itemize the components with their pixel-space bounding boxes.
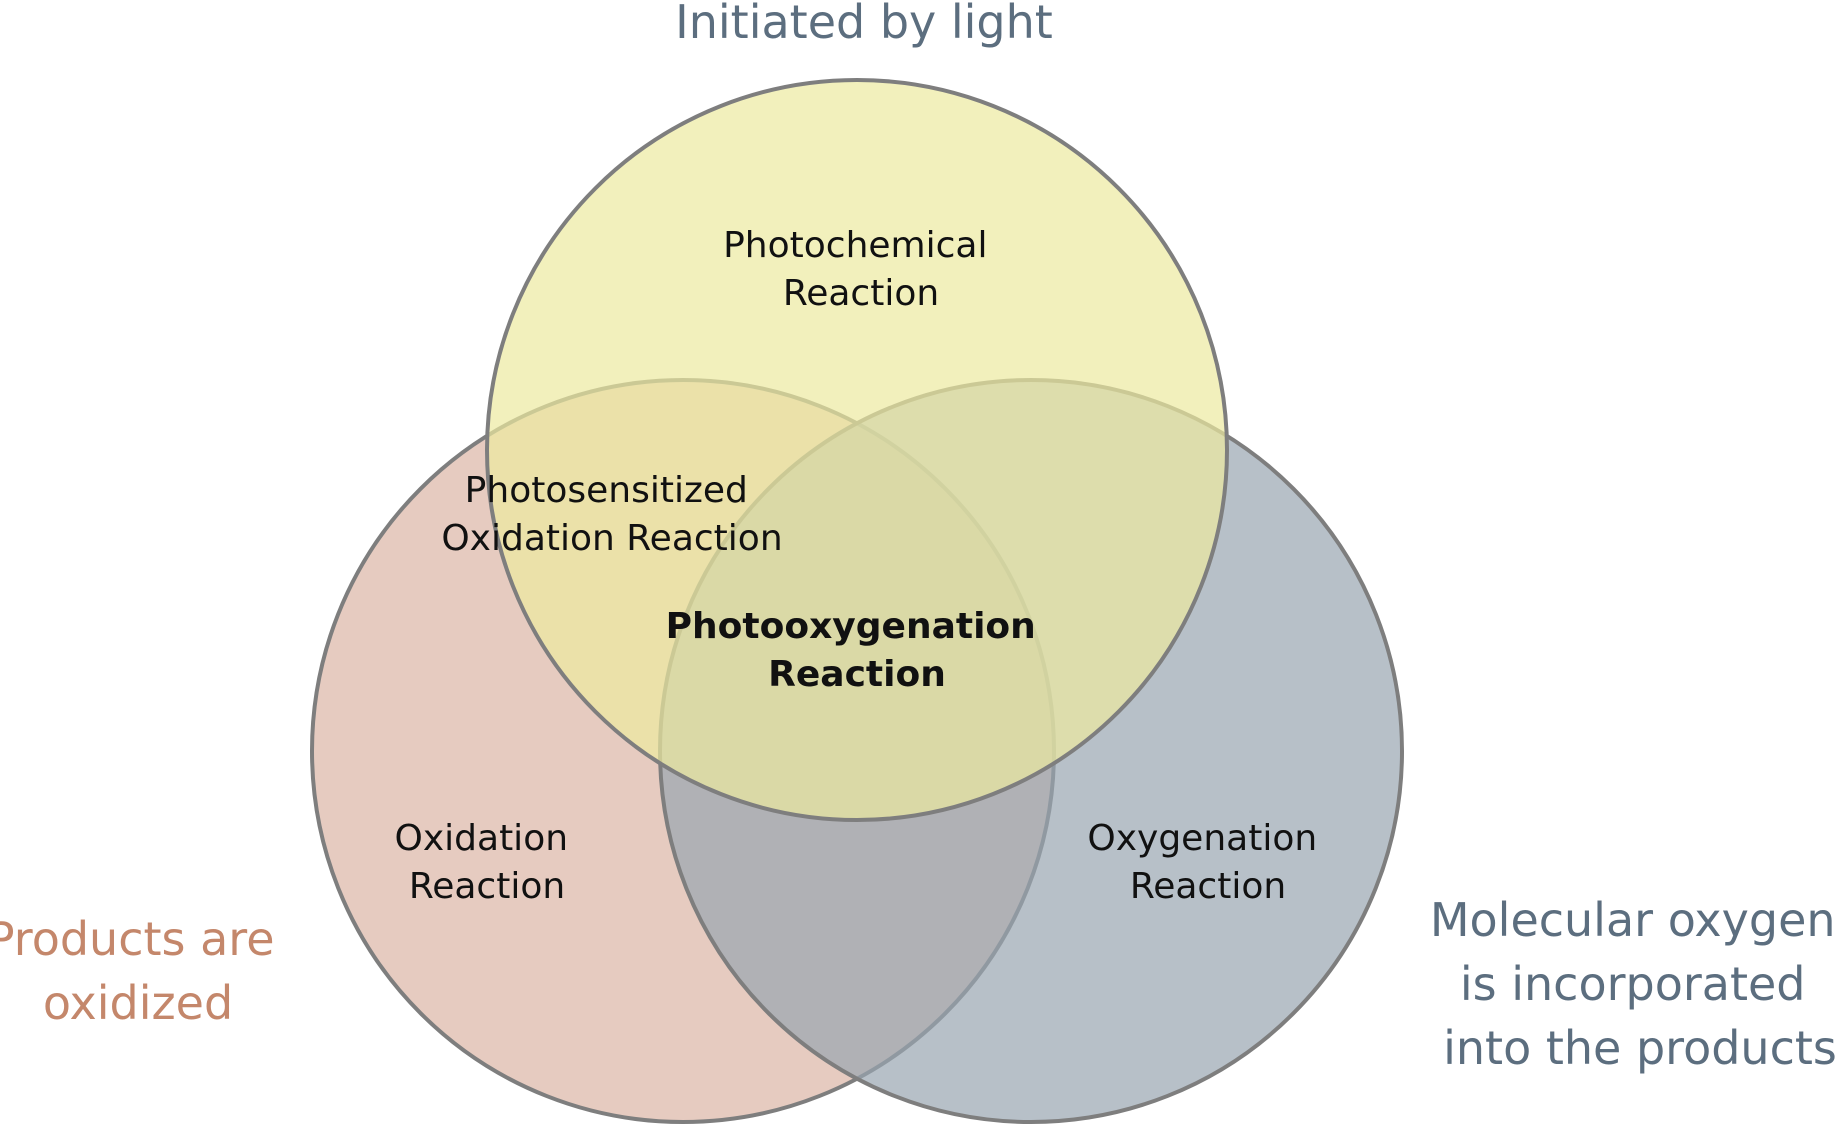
oxygen-set-label: Molecular oxygen is incorporated into th… [1430, 893, 1838, 1075]
oxidation-region-label: Oxidation Reaction [395, 818, 580, 907]
light-circle [485, 78, 1229, 822]
photooxygenation-region-label: Photooxygenation Reaction [666, 606, 1049, 695]
photochemical-region-label: Photochemical Reaction [723, 225, 999, 314]
oxygenation-region-label: Oxygenation Reaction [1087, 818, 1328, 907]
light-set-label: Initiated by light [675, 0, 1053, 49]
oxidized-set-label: Products are oxidized [0, 912, 289, 1030]
photosensitized-region-label: Photosensitized Oxidation Reaction [441, 470, 782, 559]
